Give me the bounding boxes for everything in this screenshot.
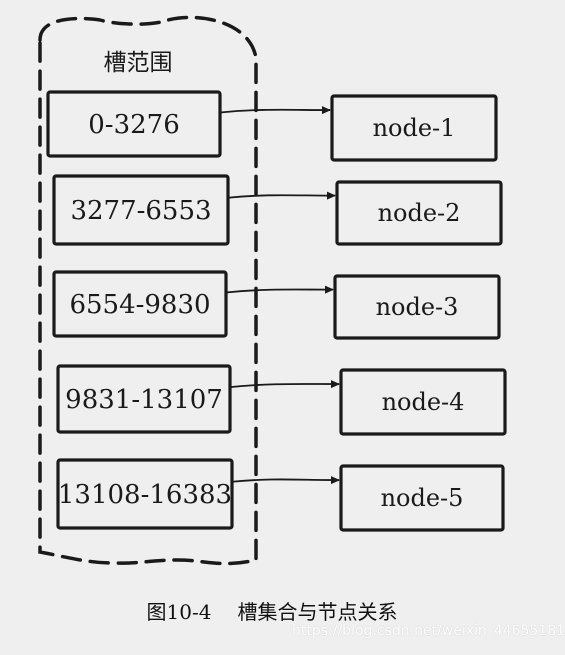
- figure-caption: 图10-4 槽集合与节点关系: [0, 596, 544, 625]
- mapping-arrow: [227, 191, 336, 200]
- mapping-arrow: [219, 106, 331, 115]
- slot-range-box: [56, 364, 232, 434]
- slot-range-label: 9831-13107: [65, 385, 223, 415]
- node-label: node-1: [373, 114, 456, 142]
- node-box: [333, 274, 501, 340]
- node-box: [339, 464, 505, 532]
- slot-range-label: 13108-16383: [58, 480, 232, 510]
- mapping-arrow: [231, 476, 340, 485]
- node-box: [335, 180, 503, 246]
- node-label: node-3: [376, 293, 459, 321]
- mapping-arrow: [229, 380, 340, 389]
- slot-group-boundary: [38, 15, 258, 566]
- slot-range-label: 0-3276: [88, 110, 180, 140]
- slot-range-box: [52, 270, 228, 338]
- node-box: [330, 94, 498, 162]
- node-box: [339, 368, 507, 436]
- figure-title: 槽集合与节点关系: [237, 600, 398, 624]
- slot-range-label: 3277-6553: [70, 196, 211, 226]
- slot-range-box: [46, 90, 222, 158]
- slot-node-diagram: 槽范围 0-3276 node-1 3277-6553 node-2 6554-9830…: [38, 15, 507, 566]
- slot-range-box: [52, 174, 230, 246]
- slot-range-label: 6554-9830: [69, 290, 210, 320]
- slot-range-box: [56, 458, 234, 530]
- node-label: node-4: [382, 388, 465, 416]
- node-label: node-2: [378, 199, 461, 227]
- slot-group-label: 槽范围: [104, 50, 173, 76]
- node-label: node-5: [381, 484, 464, 512]
- mapping-arrow: [225, 285, 334, 294]
- watermark: https://blog.csdn.net/weixin_44655181: [292, 623, 565, 639]
- figure-number: 图10-4: [146, 600, 212, 624]
